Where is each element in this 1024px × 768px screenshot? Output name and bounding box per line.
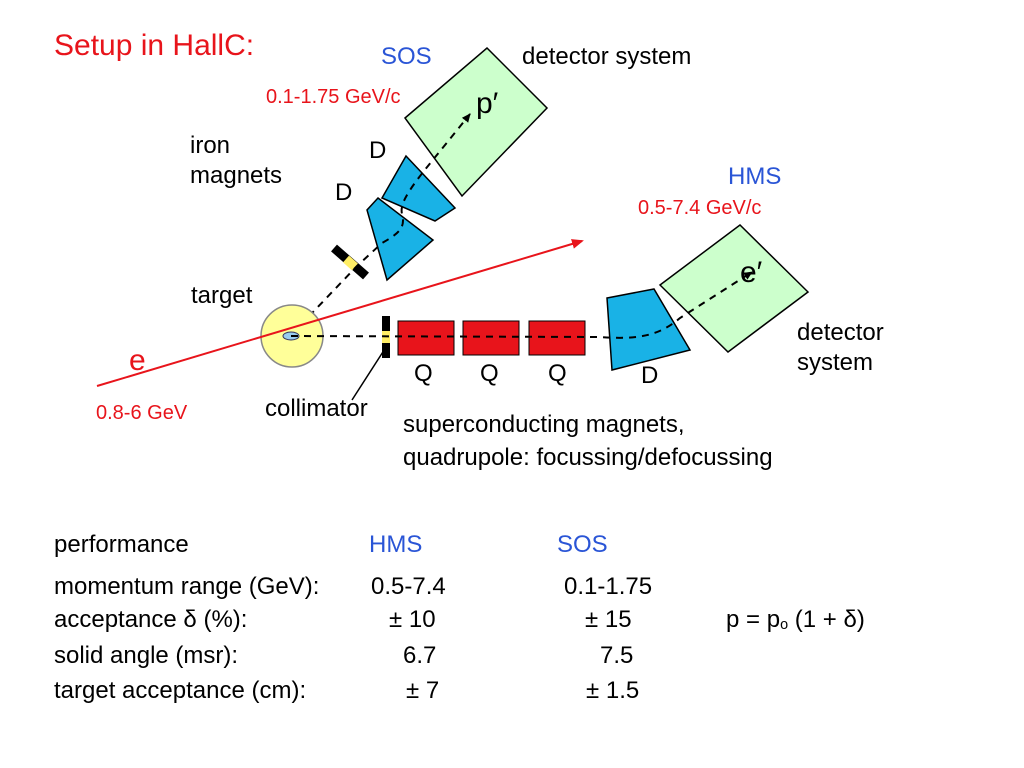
performance-header: performance — [54, 531, 189, 558]
beam-particle-label: e — [129, 344, 146, 377]
sos-particle-path — [290, 113, 471, 336]
iron-magnets-label: iron magnets — [190, 132, 283, 189]
performance-col-hms: HMS — [369, 531, 423, 558]
sos-particle-label: p′ — [476, 87, 499, 120]
formula-subscript: o — [780, 617, 789, 634]
perf-row-sos: ± 15 — [585, 606, 632, 633]
sos-label: SOS — [381, 43, 432, 70]
target-label: target — [191, 282, 253, 309]
sos-dipole-label-upper: D — [369, 137, 387, 164]
perf-row-hms: ± 7 — [406, 677, 440, 704]
hms-momentum-range: 0.5-7.4 GeV/c — [638, 197, 762, 219]
perf-row-sos: 0.1-1.75 — [564, 573, 653, 600]
perf-row-label: solid angle (msr): — [54, 642, 239, 669]
hms-quadrupole-3 — [528, 320, 586, 356]
hms-particle-label: e′ — [740, 256, 763, 289]
hms-particle-path — [290, 271, 753, 339]
sos-momentum-range: 0.1-1.75 GeV/c — [266, 86, 401, 108]
formula-rest: (1 + δ) — [788, 606, 865, 633]
perf-row-label: target acceptance (cm): — [54, 677, 307, 704]
quadrupole-label-2: Q — [480, 360, 499, 387]
sos-detector-label: detector system — [522, 43, 692, 70]
beam-energy-label: 0.8-6 GeV — [96, 402, 188, 424]
hms-detector-label: detector system — [797, 319, 884, 376]
sos-detector-box — [403, 46, 549, 198]
hms-detector-box — [658, 224, 810, 353]
beam-line — [96, 239, 584, 387]
acceptance-formula: p = po (1 + δ) — [726, 608, 865, 633]
hms-dipole-label: D — [641, 362, 659, 389]
sos-dipole-lower — [366, 196, 435, 282]
superconducting-line-1: superconducting magnets, — [403, 411, 685, 438]
hms-label: HMS — [728, 163, 782, 190]
hms-quadrupole-1 — [397, 320, 455, 356]
perf-row-hms: ± 10 — [389, 606, 436, 633]
formula-p0: p — [766, 606, 781, 633]
superconducting-line-2: quadrupole: focussing/defocussing — [403, 444, 773, 471]
formula-equals: = — [739, 606, 767, 633]
performance-col-sos: SOS — [557, 531, 608, 558]
sos-dipole-label-lower: D — [335, 179, 353, 206]
perf-row-sos: 7.5 — [600, 642, 634, 669]
page-title: Setup in HallC: — [54, 29, 255, 62]
quadrupole-label-3: Q — [548, 360, 567, 387]
collimator-label: collimator — [265, 395, 368, 422]
perf-row-hms: 6.7 — [403, 642, 437, 669]
perf-row-sos: ± 1.5 — [586, 677, 640, 704]
collimator-pointer — [351, 343, 389, 401]
quadrupole-label-1: Q — [414, 360, 433, 387]
sos-dipole-upper — [380, 154, 457, 222]
formula-p: p — [726, 606, 740, 633]
hms-dipole — [606, 288, 692, 371]
perf-row-hms: 0.5-7.4 — [371, 573, 446, 600]
hms-quadrupole-2 — [462, 320, 520, 356]
perf-row-label: momentum range (GeV): — [54, 573, 320, 600]
perf-row-label: acceptance δ (%): — [54, 606, 248, 633]
sos-collimator — [331, 244, 369, 280]
